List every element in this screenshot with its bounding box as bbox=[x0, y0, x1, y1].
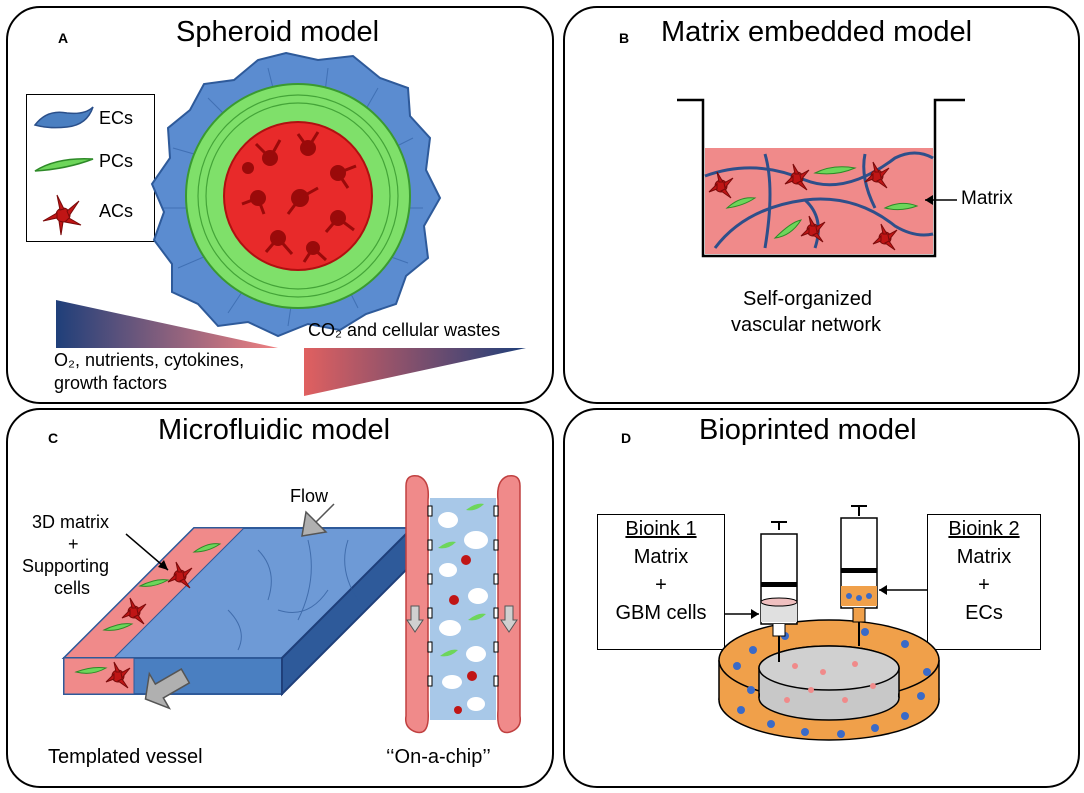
well-outline bbox=[677, 98, 965, 258]
panel-title: Microfluidic model bbox=[158, 414, 391, 446]
gradient2-label: CO₂ and cellular wastes bbox=[308, 320, 501, 340]
panel-title: Matrix embedded model bbox=[661, 16, 973, 48]
ac-cells bbox=[708, 161, 898, 251]
inflow-arrow bbox=[144, 668, 191, 710]
ac-cell-icon bbox=[42, 194, 82, 236]
gradient1-label-line2: growth factors bbox=[54, 373, 168, 393]
panel-label: B bbox=[619, 30, 630, 46]
matrix-line2: + bbox=[68, 534, 79, 554]
legend-label: PCs bbox=[99, 151, 134, 171]
bioink-2-line3: ECs bbox=[965, 602, 1003, 624]
well-diagram bbox=[677, 98, 965, 258]
panel-microfluidic-model: C Microfluidic model bbox=[6, 408, 554, 788]
spheroid bbox=[150, 51, 442, 338]
panel-label: D bbox=[621, 430, 632, 446]
panel-label: A bbox=[58, 30, 69, 46]
legend-item-acs: ACs bbox=[27, 191, 154, 236]
cell-legend: ECs PCs ACs bbox=[26, 94, 155, 242]
spheroid-diagram bbox=[56, 51, 526, 396]
legend-item-ecs: ECs bbox=[27, 99, 154, 139]
flow-arrow bbox=[301, 503, 335, 537]
caption-templated-vessel: Templated vessel bbox=[48, 746, 203, 768]
bioink-2-line2: + bbox=[978, 574, 990, 596]
vascular-network bbox=[704, 151, 934, 249]
panel-label: C bbox=[48, 430, 59, 446]
bioink-1-box: Bioink 1 Matrix + GBM cells bbox=[597, 514, 725, 650]
bioink-1-title: Bioink 1 bbox=[625, 518, 697, 540]
matrix-line1: 3D matrix bbox=[32, 512, 110, 532]
legend-label: ECs bbox=[99, 108, 134, 128]
flow-label: Flow bbox=[290, 486, 329, 506]
microfluidic-diagram bbox=[61, 474, 522, 734]
bioink-2-box: Bioink 2 Matrix + ECs bbox=[927, 514, 1041, 650]
caption-line1: Self-organized bbox=[743, 288, 872, 310]
matrix-label: Matrix bbox=[961, 188, 1013, 209]
matrix-line4: cells bbox=[54, 578, 91, 598]
legend-label: ACs bbox=[99, 201, 134, 221]
culture-dish bbox=[718, 619, 940, 741]
ec-cell-icon bbox=[33, 106, 94, 129]
templated-vessel-block bbox=[61, 503, 415, 710]
bioink-1-line3: GBM cells bbox=[615, 602, 707, 624]
legend-item-pcs: PCs bbox=[27, 145, 154, 185]
bioprinter-diagram bbox=[718, 505, 940, 741]
panel-bioprinted-model: D Bioprinted model Bioink 1 Matrix + GBM… bbox=[563, 408, 1080, 788]
panel-spheroid-model: A Spheroid model ECs PCs ACs bbox=[6, 6, 554, 404]
syringe-2 bbox=[840, 505, 878, 646]
panel-title: Bioprinted model bbox=[699, 414, 917, 446]
oxygen-gradient-triangle bbox=[56, 300, 278, 348]
panel-matrix-embedded-model: B Matrix embedded model Matrix Self-or bbox=[563, 6, 1080, 404]
matrix-line3: Supporting bbox=[22, 556, 110, 576]
gradient1-label-line1: O₂, nutrients, cytokines, bbox=[54, 350, 245, 370]
syringe-1 bbox=[760, 521, 798, 662]
panel-title: Spheroid model bbox=[176, 16, 380, 48]
bioink-2-title: Bioink 2 bbox=[948, 518, 1020, 540]
pc-cells bbox=[725, 166, 919, 239]
on-a-chip-device bbox=[404, 474, 522, 734]
waste-gradient-triangle bbox=[304, 348, 526, 396]
caption-line2: vascular network bbox=[731, 314, 882, 336]
bioink-1-line2: + bbox=[655, 574, 667, 596]
caption-on-a-chip: ‘‘On-a-chip’’ bbox=[386, 746, 491, 768]
bioink-2-line1: Matrix bbox=[956, 546, 1012, 568]
bioink-1-line1: Matrix bbox=[633, 546, 689, 568]
pc-cell-icon bbox=[34, 158, 94, 172]
